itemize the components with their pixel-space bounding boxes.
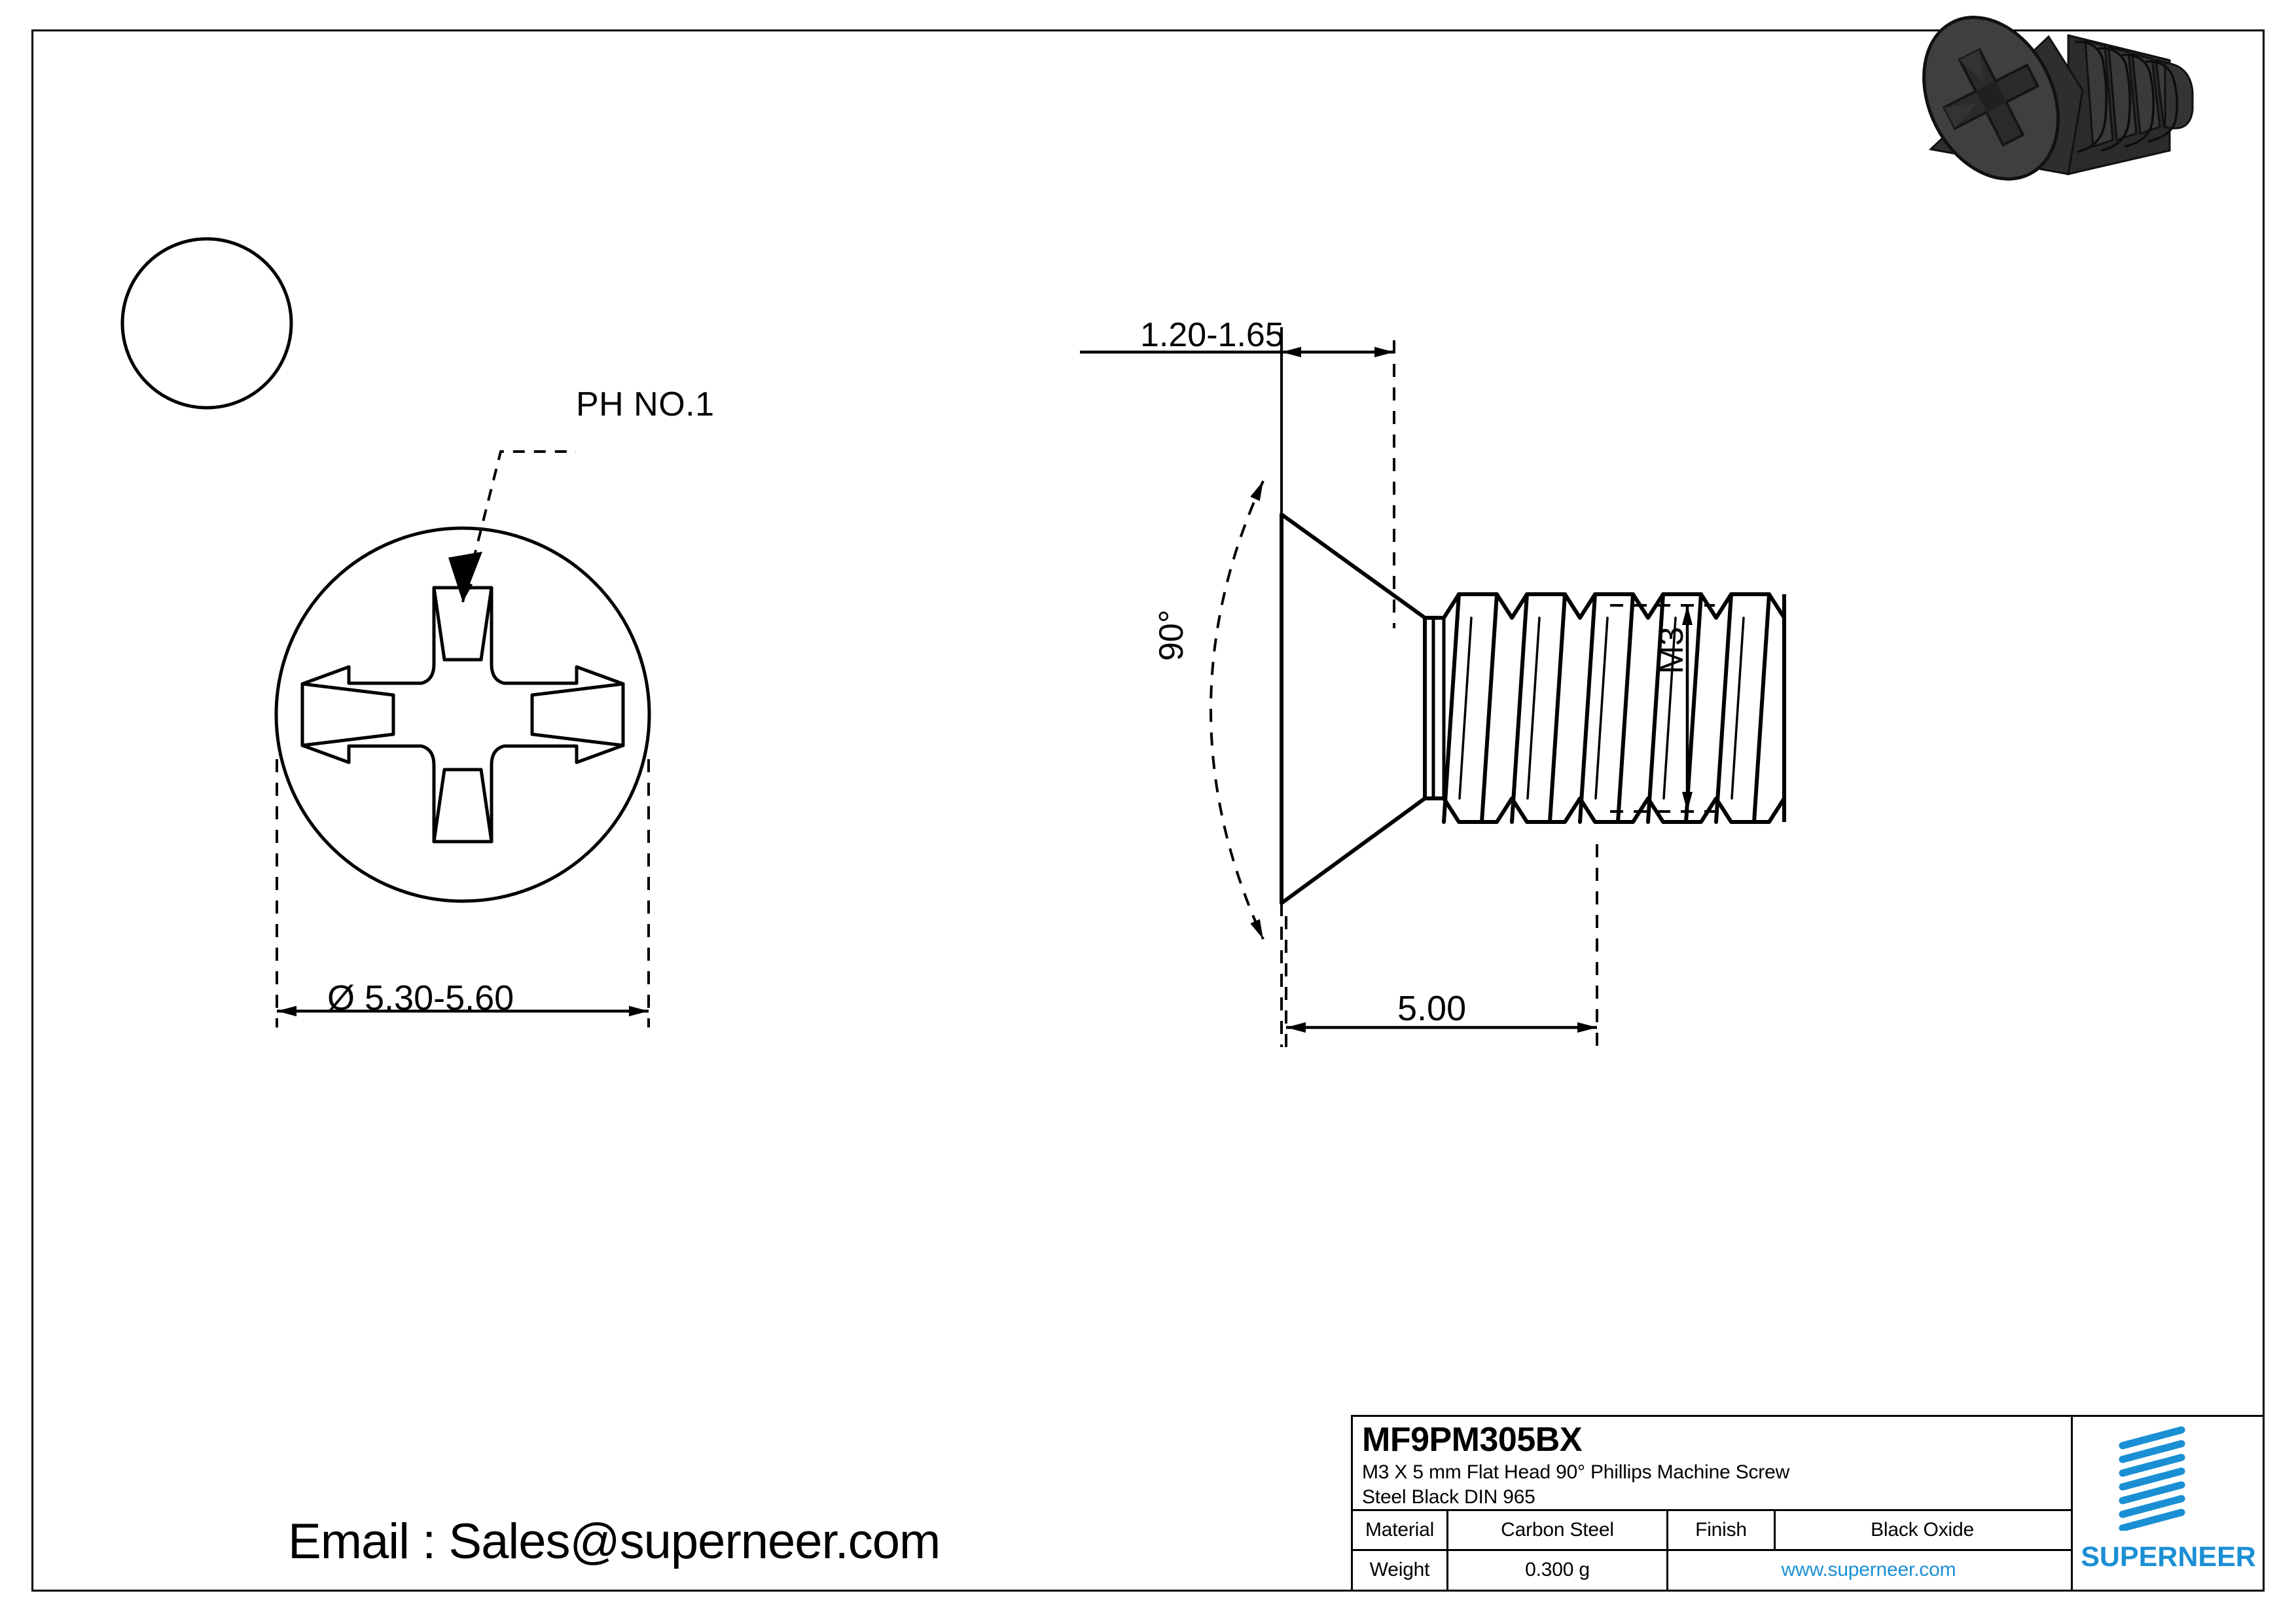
thread-size-label: M3 [1653, 626, 1691, 674]
title-description-area: MF9PM305BX M3 X 5 mm Flat Head 90° Phill… [1353, 1417, 2071, 1511]
email-contact-label: Email : Sales@superneer.com [288, 1514, 941, 1569]
head-angle-label: 90° [1153, 609, 1191, 661]
website-link[interactable]: www.superneer.com [1781, 1559, 1956, 1581]
material-label: Material [1353, 1511, 1448, 1549]
finish-value: Black Oxide [1871, 1518, 1974, 1541]
finish-label: Finish [1668, 1511, 1776, 1549]
head-thickness-label: 1.20-1.65 [1140, 316, 1284, 354]
weight-row: Weight 0.300 g www.superneer.com [1353, 1550, 2071, 1590]
screw-3d-body [1922, 16, 2194, 181]
title-block: MF9PM305BX M3 X 5 mm Flat Head 90° Phill… [1351, 1415, 2265, 1592]
material-row: Material Carbon Steel Finish Black Oxide [1353, 1511, 2071, 1551]
weight-label: Weight [1353, 1550, 1448, 1590]
diameter-dimension-label: Ø 5.30-5.60 [327, 978, 514, 1018]
drawing-sheet-frame [31, 29, 2265, 1592]
title-block-main: MF9PM305BX M3 X 5 mm Flat Head 90° Phill… [1353, 1417, 2073, 1590]
drive-callout-label: PH NO.1 [576, 385, 715, 423]
brand-area: SUPERNEER [2073, 1417, 2263, 1590]
weight-value: 0.300 g [1448, 1550, 1668, 1590]
screw-3d-phillips-recess [1942, 48, 2040, 147]
description-line-1: M3 X 5 mm Flat Head 90° Phillips Machine… [1362, 1461, 1790, 1483]
description-line-2: Steel Black DIN 965 [1362, 1486, 1535, 1508]
brand-wordmark: SUPERNEER [2081, 1541, 2256, 1573]
superneer-logo-icon [2119, 1426, 2185, 1531]
material-value: Carbon Steel [1448, 1511, 1668, 1549]
screw-3d-head [1922, 16, 2084, 181]
part-number: MF9PM305BX [1362, 1421, 1583, 1459]
screw-3d-threads [2067, 34, 2194, 175]
flat-head-phillips-screw-3d-icon [1922, 16, 2194, 181]
length-dimension-label: 5.00 [1397, 989, 1467, 1028]
